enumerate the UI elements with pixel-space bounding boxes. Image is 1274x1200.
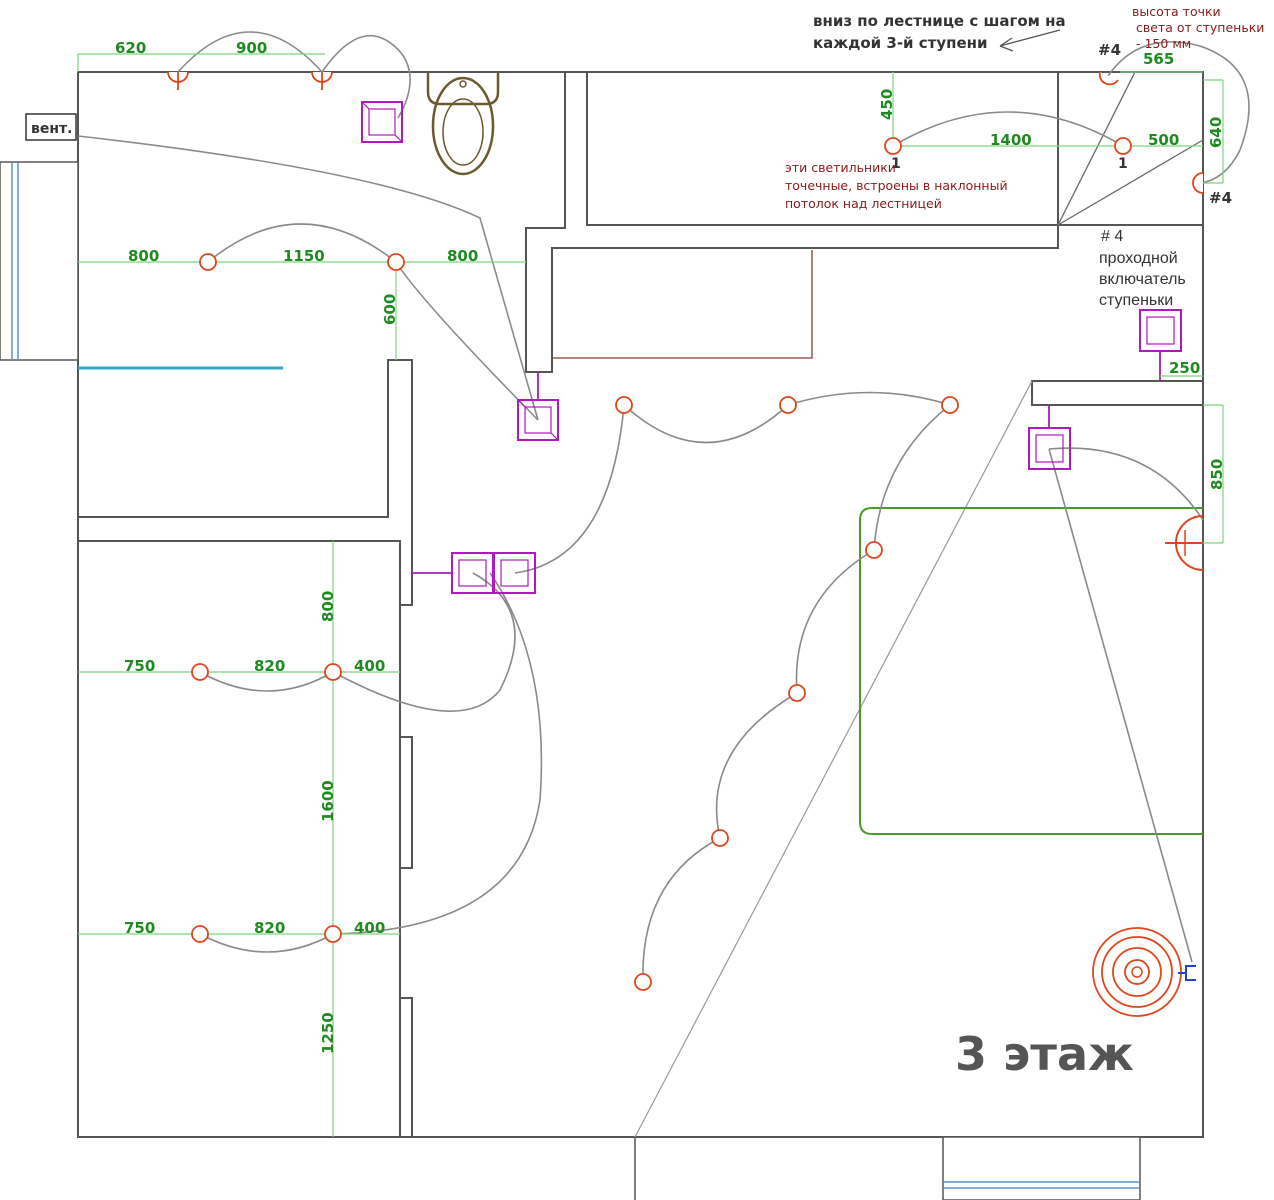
spot-note-line3: потолок над лестницей bbox=[785, 196, 942, 211]
dim-750-lower: 750 bbox=[124, 919, 155, 937]
stairs-note-line2: каждой 3-й ступени bbox=[813, 34, 988, 52]
wiring bbox=[77, 31, 1250, 983]
switch-mark-4: # 4 bbox=[1101, 228, 1123, 245]
ceiling-lamp-icon bbox=[324, 925, 342, 943]
dim-600: 600 bbox=[381, 294, 399, 325]
ceiling-lamp-icon bbox=[615, 396, 633, 414]
floor-label: 3 этаж bbox=[955, 1027, 1134, 1081]
ceiling-lamp-icon bbox=[199, 253, 217, 271]
dim-820-upper: 820 bbox=[254, 657, 285, 675]
light-switches bbox=[361, 101, 1182, 594]
dim-400-lower: 400 bbox=[354, 919, 385, 937]
ceiling-lamp-icon bbox=[324, 663, 342, 681]
ceiling-lamp-icon bbox=[311, 71, 333, 90]
ceiling-lamp-icon bbox=[779, 396, 797, 414]
dim-1400: 1400 bbox=[990, 131, 1032, 149]
toilet-icon bbox=[426, 72, 500, 176]
ceiling-lamp-icon bbox=[191, 663, 209, 681]
dim-750-upper: 750 bbox=[124, 657, 155, 675]
dim-250: 250 bbox=[1169, 359, 1200, 377]
ceiling-lamp-icon bbox=[788, 684, 806, 702]
light-switch-icon bbox=[493, 552, 536, 594]
dim-565: 565 bbox=[1143, 50, 1174, 68]
spot-note-line2: точечные, встроены в наклонный bbox=[785, 178, 1008, 193]
lamp-number-left: 1 bbox=[891, 156, 901, 172]
dim-820-lower: 820 bbox=[254, 919, 285, 937]
dim-800-top-right: 800 bbox=[447, 247, 478, 265]
step-height-line1: высота точки bbox=[1132, 4, 1221, 19]
ceiling-lamp-icon bbox=[865, 541, 883, 559]
light-switch-icon bbox=[1028, 427, 1071, 470]
switch-note-line1: проходной bbox=[1099, 250, 1178, 267]
ceiling-lamp-icon bbox=[167, 71, 189, 90]
dim-900: 900 bbox=[236, 39, 267, 57]
dim-800-left-column: 800 bbox=[319, 591, 337, 622]
dim-640: 640 bbox=[1207, 117, 1225, 148]
dim-620: 620 bbox=[115, 39, 146, 57]
dim-850: 850 bbox=[1208, 459, 1226, 490]
lamp-number-right: 1 bbox=[1118, 156, 1128, 172]
stairs-note-line1: вниз по лестнице с шагом на bbox=[813, 12, 1066, 30]
ceiling-lamp-icon bbox=[1192, 172, 1204, 194]
dim-500: 500 bbox=[1148, 131, 1179, 149]
dim-400-upper: 400 bbox=[354, 657, 385, 675]
ceiling-lamp-icon bbox=[884, 137, 902, 155]
mark-4-right: #4 bbox=[1209, 189, 1232, 207]
dimension-labels: 620 900 565 450 1400 500 640 800 1150 80… bbox=[115, 39, 1226, 1054]
dim-450: 450 bbox=[878, 89, 896, 120]
switch-note-line2: включатель bbox=[1099, 271, 1186, 288]
vent-label: вент. bbox=[31, 121, 72, 137]
step-height-line2: света от ступеньки bbox=[1136, 20, 1264, 35]
dim-800-top-left: 800 bbox=[128, 247, 159, 265]
step-height-line3: - 150 мм bbox=[1136, 36, 1191, 51]
light-switch-icon bbox=[517, 399, 559, 441]
socket-icon bbox=[1178, 965, 1196, 981]
light-switch-icon bbox=[361, 101, 403, 143]
ceiling-fan-icon bbox=[1092, 927, 1182, 1017]
ceiling-lamp-icon bbox=[941, 396, 959, 414]
ceiling-lamp-icon bbox=[711, 829, 729, 847]
labels: вент. вниз по лестнице с шагом на каждой… bbox=[25, 4, 1264, 1081]
light-switch-icon bbox=[451, 552, 494, 594]
dimension-lines bbox=[77, 53, 1224, 1137]
dim-1150: 1150 bbox=[283, 247, 325, 265]
dim-1250: 1250 bbox=[319, 1012, 337, 1054]
spot-note-line1: эти светильники bbox=[785, 160, 896, 175]
ceiling-lamp-icon bbox=[387, 253, 405, 271]
ceiling-lamps bbox=[167, 71, 1204, 991]
switch-note-line3: ступеньки bbox=[1099, 292, 1173, 309]
ceiling-lamp-icon bbox=[1098, 71, 1119, 86]
dim-1600: 1600 bbox=[319, 780, 337, 822]
walls bbox=[0, 71, 1204, 1200]
mark-4-top: #4 bbox=[1098, 41, 1121, 59]
light-switch-icon bbox=[1139, 309, 1182, 352]
ceiling-lamp-icon bbox=[191, 925, 209, 943]
ceiling-lamp-icon bbox=[634, 973, 652, 991]
ceiling-lamp-icon bbox=[1114, 137, 1132, 155]
